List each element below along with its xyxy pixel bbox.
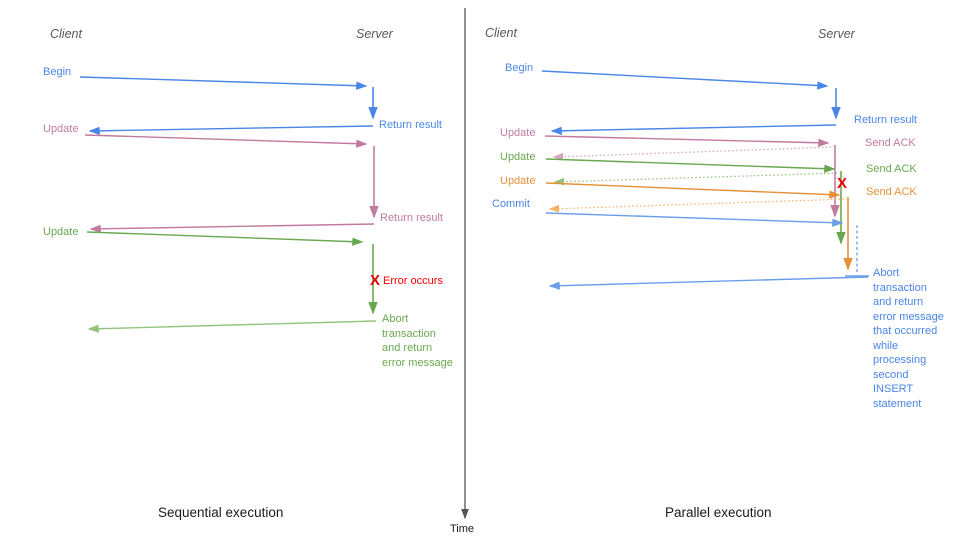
par-update-3-request-line bbox=[545, 182, 841, 199]
seq-update-2-label: Update bbox=[43, 226, 79, 238]
par-client-header: Client bbox=[485, 26, 517, 40]
seq-update-2-request-line bbox=[86, 231, 364, 246]
par-send-ack-1-label: Send ACK bbox=[865, 137, 916, 149]
seq-abort-note: Abort transaction and return error messa… bbox=[382, 313, 453, 369]
seq-return-result-2-line bbox=[89, 223, 375, 234]
par-update-1-request-line bbox=[544, 135, 830, 147]
par-update-3-label: Update bbox=[500, 175, 536, 187]
seq-server-header: Server bbox=[356, 27, 393, 41]
par-return-result-label: Return result bbox=[854, 114, 917, 126]
par-update-1-label: Update bbox=[500, 127, 536, 139]
par-error-x-mark: X bbox=[836, 175, 848, 193]
seq-update-1-request-line bbox=[84, 134, 368, 148]
seq-begin-label: Begin bbox=[43, 66, 72, 78]
par-update-2-label: Update bbox=[500, 151, 536, 163]
par-commit-request-line bbox=[545, 212, 844, 227]
par-return-result-line bbox=[550, 124, 837, 135]
seq-begin-request-line bbox=[79, 76, 368, 90]
seq-error-x-mark: X bbox=[369, 272, 381, 290]
par-send-ack-3-label: Send ACK bbox=[866, 186, 917, 198]
seq-title: Sequential execution bbox=[158, 505, 284, 520]
par-send-ack-2-line bbox=[553, 172, 842, 186]
seq-error-occurs-label: Error occurs bbox=[383, 275, 443, 287]
par-abort-note: Abort transaction and return error messa… bbox=[873, 267, 944, 410]
par-commit-label: Commit bbox=[492, 198, 530, 210]
par-update-2-request-line bbox=[545, 158, 836, 173]
seq-return-result-1-line bbox=[88, 125, 374, 136]
par-title: Parallel execution bbox=[665, 505, 772, 520]
par-send-ack-3-line bbox=[548, 198, 849, 213]
par-begin-request-line bbox=[541, 70, 829, 90]
time-axis-label: Time bbox=[450, 523, 475, 535]
seq-abort-return-line bbox=[87, 320, 377, 333]
seq-return-result-2-label: Return result bbox=[380, 212, 443, 224]
seq-update-1-label: Update bbox=[43, 123, 79, 135]
par-abort-return-line bbox=[548, 276, 869, 290]
par-send-ack-1-line bbox=[552, 146, 836, 161]
seq-client-header: Client bbox=[50, 27, 82, 41]
seq-return-result-1-label: Return result bbox=[379, 119, 442, 131]
par-begin-label: Begin bbox=[505, 62, 534, 74]
par-send-ack-2-label: Send ACK bbox=[866, 163, 917, 175]
par-server-header: Server bbox=[818, 27, 855, 41]
